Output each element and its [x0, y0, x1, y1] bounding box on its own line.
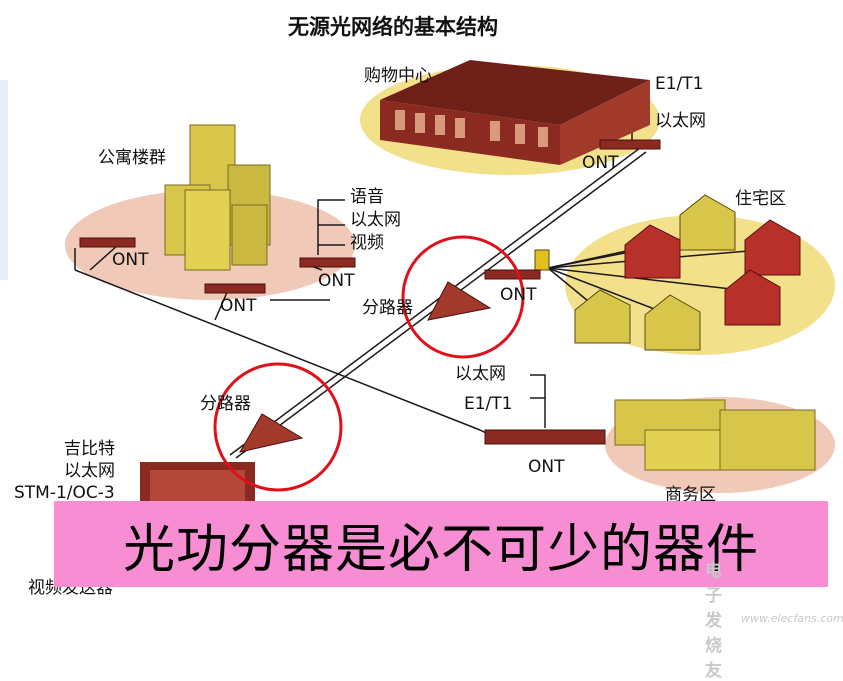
label-ethernet-olt: 以太网 [64, 461, 115, 481]
label-splitter-lower: 分路器 [200, 394, 251, 414]
watermark-url: www.elecfans.com [741, 612, 843, 625]
shopping-center-building [380, 60, 650, 165]
label-shopping-center: 购物中心 [364, 66, 432, 86]
label-ont-apt-left: ONT [112, 250, 149, 270]
label-ethernet-lower: 以太网 [455, 364, 506, 384]
label-residential: 住宅区 [735, 189, 786, 209]
label-ont-apt-right: ONT [318, 271, 355, 291]
label-splitter-upper: 分路器 [362, 298, 413, 318]
label-gigabit: 吉比特 [64, 439, 115, 459]
residential-houses [534, 194, 801, 351]
label-stm: STM-1/OC-3 [14, 483, 115, 503]
caption-banner: 光功分器是必不可少的器件 [54, 501, 828, 587]
olt-building [140, 462, 255, 502]
ont-devices [79, 139, 661, 445]
watermark-name: 电子发烧友 [705, 561, 723, 681]
label-ethernet-top: 以太网 [655, 111, 706, 131]
label-voice: 语音 [350, 187, 384, 207]
caption-text: 光功分器是必不可少的器件 [122, 519, 759, 580]
diagram-title: 无源光网络的基本结构 [288, 15, 498, 39]
label-commercial: 商务区 [665, 485, 716, 505]
splitter-upper-triangle [427, 281, 492, 321]
label-ethernet-mid: 以太网 [350, 210, 401, 230]
label-ont-apt-bottom: ONT [220, 296, 257, 316]
splitter-lower-triangle [238, 413, 304, 453]
pon-diagram [0, 60, 835, 578]
watermark: 电子发烧友 www.elecfans.com [692, 556, 843, 681]
label-ont-commercial: ONT [528, 457, 565, 477]
highlight-circle-lower [213, 362, 343, 492]
highlight-circle-upper [401, 235, 525, 359]
label-video: 视频 [350, 233, 384, 253]
label-ont-residential: ONT [500, 285, 537, 305]
label-e1t1-lower: E1/T1 [464, 394, 513, 414]
label-ont-shopping: ONT [582, 153, 619, 173]
label-apartments: 公寓楼群 [98, 148, 166, 168]
commercial-buildings [614, 399, 816, 471]
apartment-buildings [164, 124, 271, 271]
edge-strip [0, 80, 8, 280]
label-e1t1-top: E1/T1 [655, 74, 704, 94]
